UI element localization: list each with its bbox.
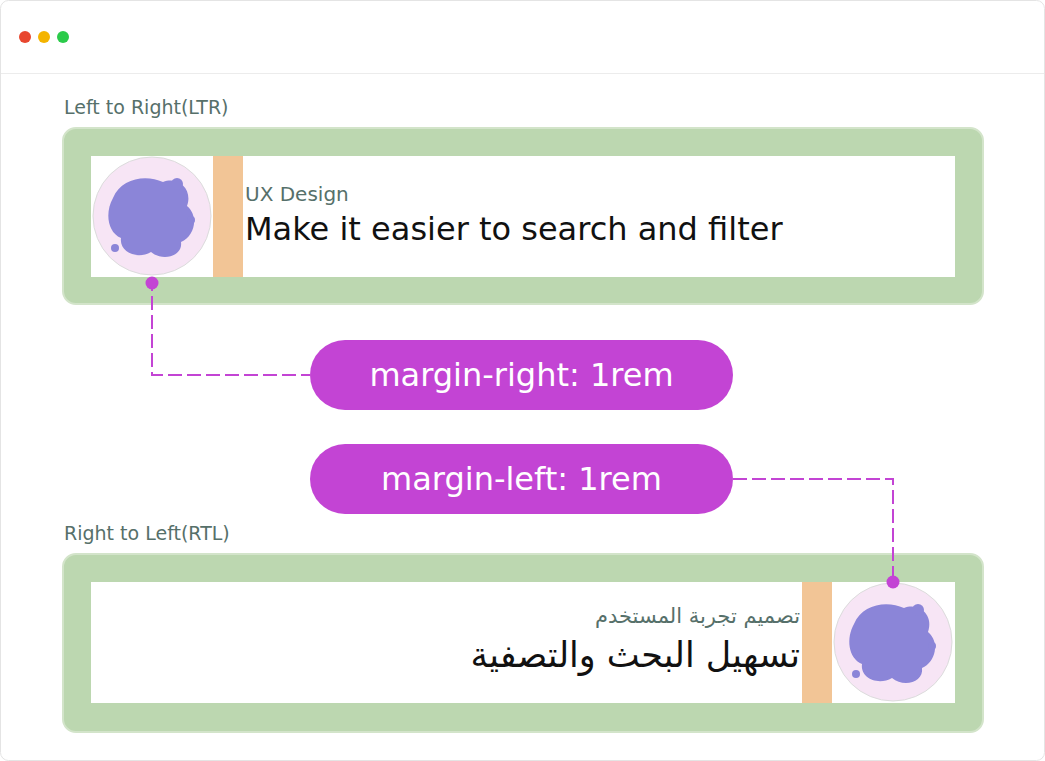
- accent-bar: [802, 582, 832, 703]
- avatar-splotch: [108, 178, 194, 257]
- css-property: margin-right: 1rem: [369, 356, 673, 394]
- accent-bar: [213, 156, 243, 277]
- avatar-splash: [928, 642, 936, 650]
- card-category: تصميم تجربة المستخدم: [470, 600, 800, 632]
- close-dot: [19, 31, 31, 43]
- callout-pill: margin-left: 1rem: [310, 444, 733, 514]
- avatar-splash: [171, 178, 183, 190]
- card-text: UX DesignMake it easier to search and fi…: [245, 180, 783, 250]
- direction-panel: Right to Left(RTL) تصميم تجربة المستخدمت…: [62, 553, 984, 733]
- avatar-splash: [111, 244, 119, 252]
- title-bar-line: [1, 73, 1044, 74]
- avatar-splash: [187, 216, 195, 224]
- css-property: margin-left: 1rem: [381, 460, 662, 498]
- section-label: Right to Left(RTL): [64, 521, 982, 545]
- card-title: Make it easier to search and filter: [245, 208, 783, 250]
- list-card: تصميم تجربة المستخدمتسهيل البحث والتصفية: [91, 582, 955, 703]
- avatar-circle: [834, 583, 952, 701]
- avatar-splash: [912, 604, 924, 616]
- minimize-dot: [38, 31, 50, 43]
- list-card: UX DesignMake it easier to search and fi…: [91, 156, 955, 277]
- avatar-illustration: [91, 156, 243, 277]
- section-label: Left to Right(LTR): [64, 95, 982, 119]
- maximize-dot: [57, 31, 69, 43]
- card-text: تصميم تجربة المستخدمتسهيل البحث والتصفية: [470, 600, 800, 678]
- avatar-splash: [852, 670, 860, 678]
- avatar-circle: [93, 157, 211, 275]
- callout-pill: margin-right: 1rem: [310, 340, 733, 410]
- card-title: تسهيل البحث والتصفية: [470, 632, 800, 678]
- avatar-illustration: [802, 582, 955, 703]
- card-category: UX Design: [245, 180, 783, 208]
- direction-panel: Left to Right(LTR) UX DesignMake it easi…: [62, 127, 984, 305]
- avatar-splotch: [849, 604, 935, 683]
